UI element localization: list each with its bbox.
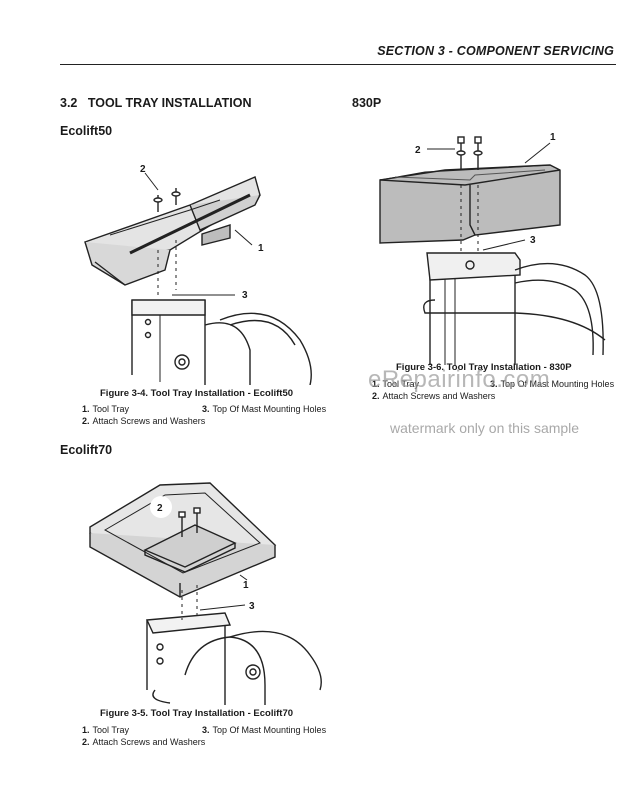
fig36-callout-2: 2 — [415, 145, 421, 156]
figure-3-4-illustration: 2 1 3 — [84, 164, 312, 385]
figure-3-5-caption: Figure 3-5. Tool Tray Installation - Eco… — [100, 708, 294, 719]
header-rule — [60, 64, 616, 65]
fig35-legend-3: 3.Top Of Mast Mounting Holes — [202, 725, 327, 735]
fig35-callout-3: 3 — [249, 601, 255, 612]
fig36-legend-1: 1.Tool Tray — [372, 379, 420, 389]
fig34-callout-2: 2 — [140, 164, 146, 175]
section-header: SECTION 3 - COMPONENT SERVICING — [377, 44, 614, 58]
fig35-callout-1: 1 — [243, 580, 249, 591]
figure-3-4-caption: Figure 3-4. Tool Tray Installation - Eco… — [100, 388, 294, 399]
fig35-legend-2: 2.Attach Screws and Washers — [82, 737, 206, 747]
section-title: TOOL TRAY INSTALLATION — [87, 96, 252, 110]
subheading-830p: 830P — [352, 96, 382, 110]
figure-3-6-illustration: 2 1 3 — [379, 132, 606, 365]
fig34-legend-2: 2.Attach Screws and Washers — [82, 416, 206, 426]
figure-3-5-illustration: 2 1 3 — [89, 482, 322, 705]
fig34-legend-3: 3.Top Of Mast Mounting Holes — [202, 404, 327, 414]
figure-3-6-caption: Figure 3-6. Tool Tray Installation - 830… — [396, 362, 572, 373]
section-heading: 3.2 TOOL TRAY INSTALLATION — [60, 96, 251, 110]
fig35-callout-2: 2 — [157, 503, 163, 514]
fig34-callout-1: 1 — [258, 243, 264, 254]
fig36-callout-1: 1 — [550, 132, 556, 143]
fig36-legend-2: 2.Attach Screws and Washers — [372, 391, 496, 401]
fig34-callout-3: 3 — [242, 290, 248, 301]
section-number: 3.2 — [60, 96, 78, 110]
subheading-ecolift70: Ecolift70 — [60, 443, 113, 457]
watermark-site: eRepairinfo.com — [368, 366, 551, 393]
fig36-callout-3: 3 — [530, 235, 536, 246]
fig34-legend-1: 1.Tool Tray — [82, 404, 130, 414]
fig36-legend-3: 3.Top Of Mast Mounting Holes — [490, 379, 615, 389]
fig35-legend-1: 1.Tool Tray — [82, 725, 130, 735]
subheading-ecolift50: Ecolift50 — [60, 124, 113, 138]
watermark-notice: watermark only on this sample — [390, 420, 580, 436]
